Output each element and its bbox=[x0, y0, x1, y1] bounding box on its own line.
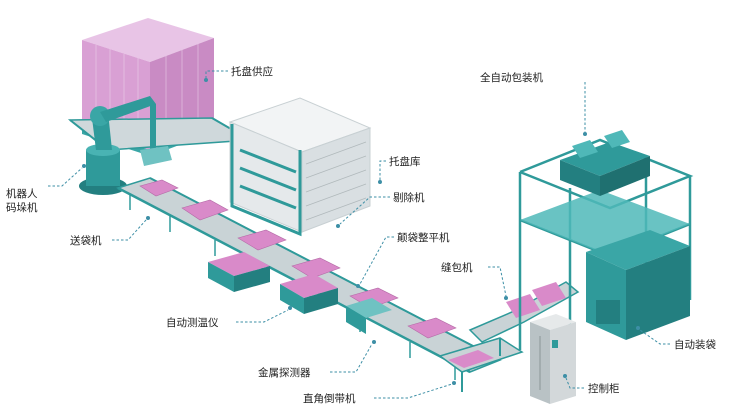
leader-lines bbox=[48, 70, 670, 399]
label-pallet-supply: 托盘供应 bbox=[231, 65, 273, 78]
bags bbox=[139, 179, 457, 339]
label-metal-detector: 金属探测器 bbox=[258, 366, 311, 379]
robot-palletizer bbox=[79, 96, 172, 195]
control-cabinet bbox=[530, 314, 576, 404]
label-sewing-machine: 缝包机 bbox=[441, 261, 473, 274]
label-pallet-store: 托盘库 bbox=[389, 155, 421, 168]
label-robot-line1: 机器人 bbox=[6, 187, 38, 200]
label-auto-bagger: 自动装袋 bbox=[674, 338, 716, 351]
label-reject-machine: 剔除机 bbox=[393, 191, 425, 204]
pallet-store bbox=[228, 97, 372, 237]
label-right-angle-belt: 直角倒带机 bbox=[303, 392, 356, 405]
label-bag-flattener: 颠袋整平机 bbox=[397, 231, 450, 244]
label-auto-packer: 全自动包装机 bbox=[480, 71, 543, 84]
inline-machines bbox=[208, 252, 392, 334]
label-control-cabinet: 控制柜 bbox=[588, 382, 620, 395]
right-angle-belt bbox=[438, 281, 580, 392]
label-robot-line2: 码垛机 bbox=[6, 201, 38, 214]
auto-packer bbox=[518, 130, 694, 360]
label-bag-feeder: 送袋机 bbox=[70, 234, 102, 247]
label-auto-thermometer: 自动测温仪 bbox=[166, 316, 219, 329]
